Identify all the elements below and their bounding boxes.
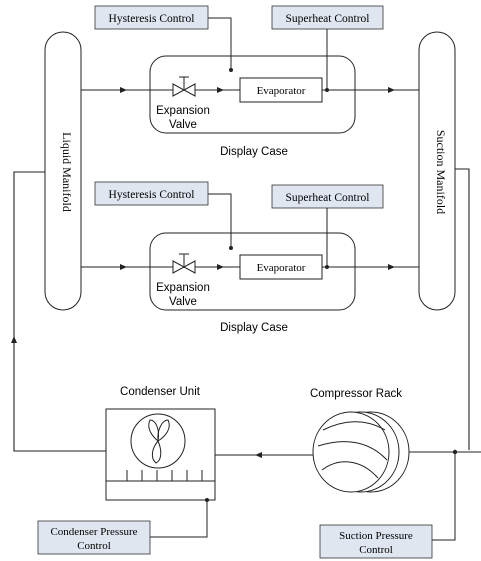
sensor-dot (229, 68, 233, 72)
sensor-dot (325, 265, 329, 269)
suction-pressure-control (319, 524, 433, 559)
condenser-pressure-label-line2: Control (77, 540, 111, 552)
compressor-1 (312, 411, 390, 493)
compressor-rack-label: Compressor Rack (310, 388, 402, 400)
display-case-top-label: Display Case (220, 146, 288, 158)
expansion-valve-bottom (172, 253, 196, 274)
condenser-unit-label: Condenser Unit (120, 386, 201, 398)
flow-arrow (217, 87, 224, 93)
suction-pressure-wire (432, 452, 456, 541)
valve-left-triangle (172, 260, 186, 274)
superheat-control-top-label: Superheat Control (286, 13, 370, 25)
flow-arrow (120, 264, 127, 270)
flow-arrow (388, 264, 395, 270)
expansion-valve-label-line2: Valve (169, 119, 197, 131)
liquid-manifold (44, 31, 82, 311)
suction-manifold (418, 31, 456, 311)
liquid-manifold-label: Liquid Manifold (60, 132, 74, 212)
evaporator-top-label: Evaporator (257, 85, 306, 97)
condenser-pressure-wire (150, 500, 208, 538)
hysteresis-wire-top (208, 17, 232, 70)
liquid-return-line (13, 171, 106, 452)
compressor-detail-lines (317, 421, 388, 479)
valve-right-triangle (182, 260, 196, 274)
sensor-dot (325, 88, 329, 92)
condenser-pressure-label-line1: Condenser Pressure (50, 526, 137, 538)
hysteresis-control-top-label: Hysteresis Control (109, 13, 195, 25)
evaporator-top (239, 77, 323, 103)
valve-left-triangle (172, 83, 186, 97)
sensor-dot (205, 498, 209, 502)
condenser-pressure-control (37, 520, 151, 555)
fan-icon (148, 419, 170, 464)
expansion-valve-label-line2: Valve (169, 296, 197, 308)
display-case-bottom: Expansion Valve Evaporator Display Case … (81, 181, 419, 334)
flow-arrow (11, 336, 17, 343)
sensor-dot (229, 246, 233, 250)
expansion-valve-label-line1: Expansion (156, 282, 210, 294)
condenser-unit: Condenser Unit (105, 386, 216, 501)
display-case-bottom-label: Display Case (220, 322, 288, 334)
flow-arrow (120, 87, 127, 93)
valve-right-triangle (182, 83, 196, 97)
compressor-rack: Compressor Rack (310, 388, 410, 493)
suction-pressure-label-line2: Control (359, 544, 393, 556)
flow-arrow (388, 87, 395, 93)
evaporator-bottom (239, 254, 323, 280)
evaporator-bottom-label: Evaporator (257, 262, 306, 274)
suction-manifold-label: Suction Manifold (434, 130, 448, 214)
expansion-valve-label-line1: Expansion (156, 105, 210, 117)
hysteresis-wire-bottom (208, 193, 232, 248)
expansion-valve-top (172, 76, 196, 97)
flow-arrow (217, 264, 224, 270)
suction-line (455, 168, 470, 450)
hysteresis-control-bottom-label: Hysteresis Control (109, 189, 195, 201)
display-case-top: Expansion Valve Evaporator Display Case … (81, 5, 419, 158)
flow-arrow (255, 452, 262, 458)
condenser-coil-ticks (126, 470, 203, 481)
suction-pressure-label-line1: Suction Pressure (339, 530, 413, 542)
superheat-control-bottom-label: Superheat Control (286, 192, 370, 204)
